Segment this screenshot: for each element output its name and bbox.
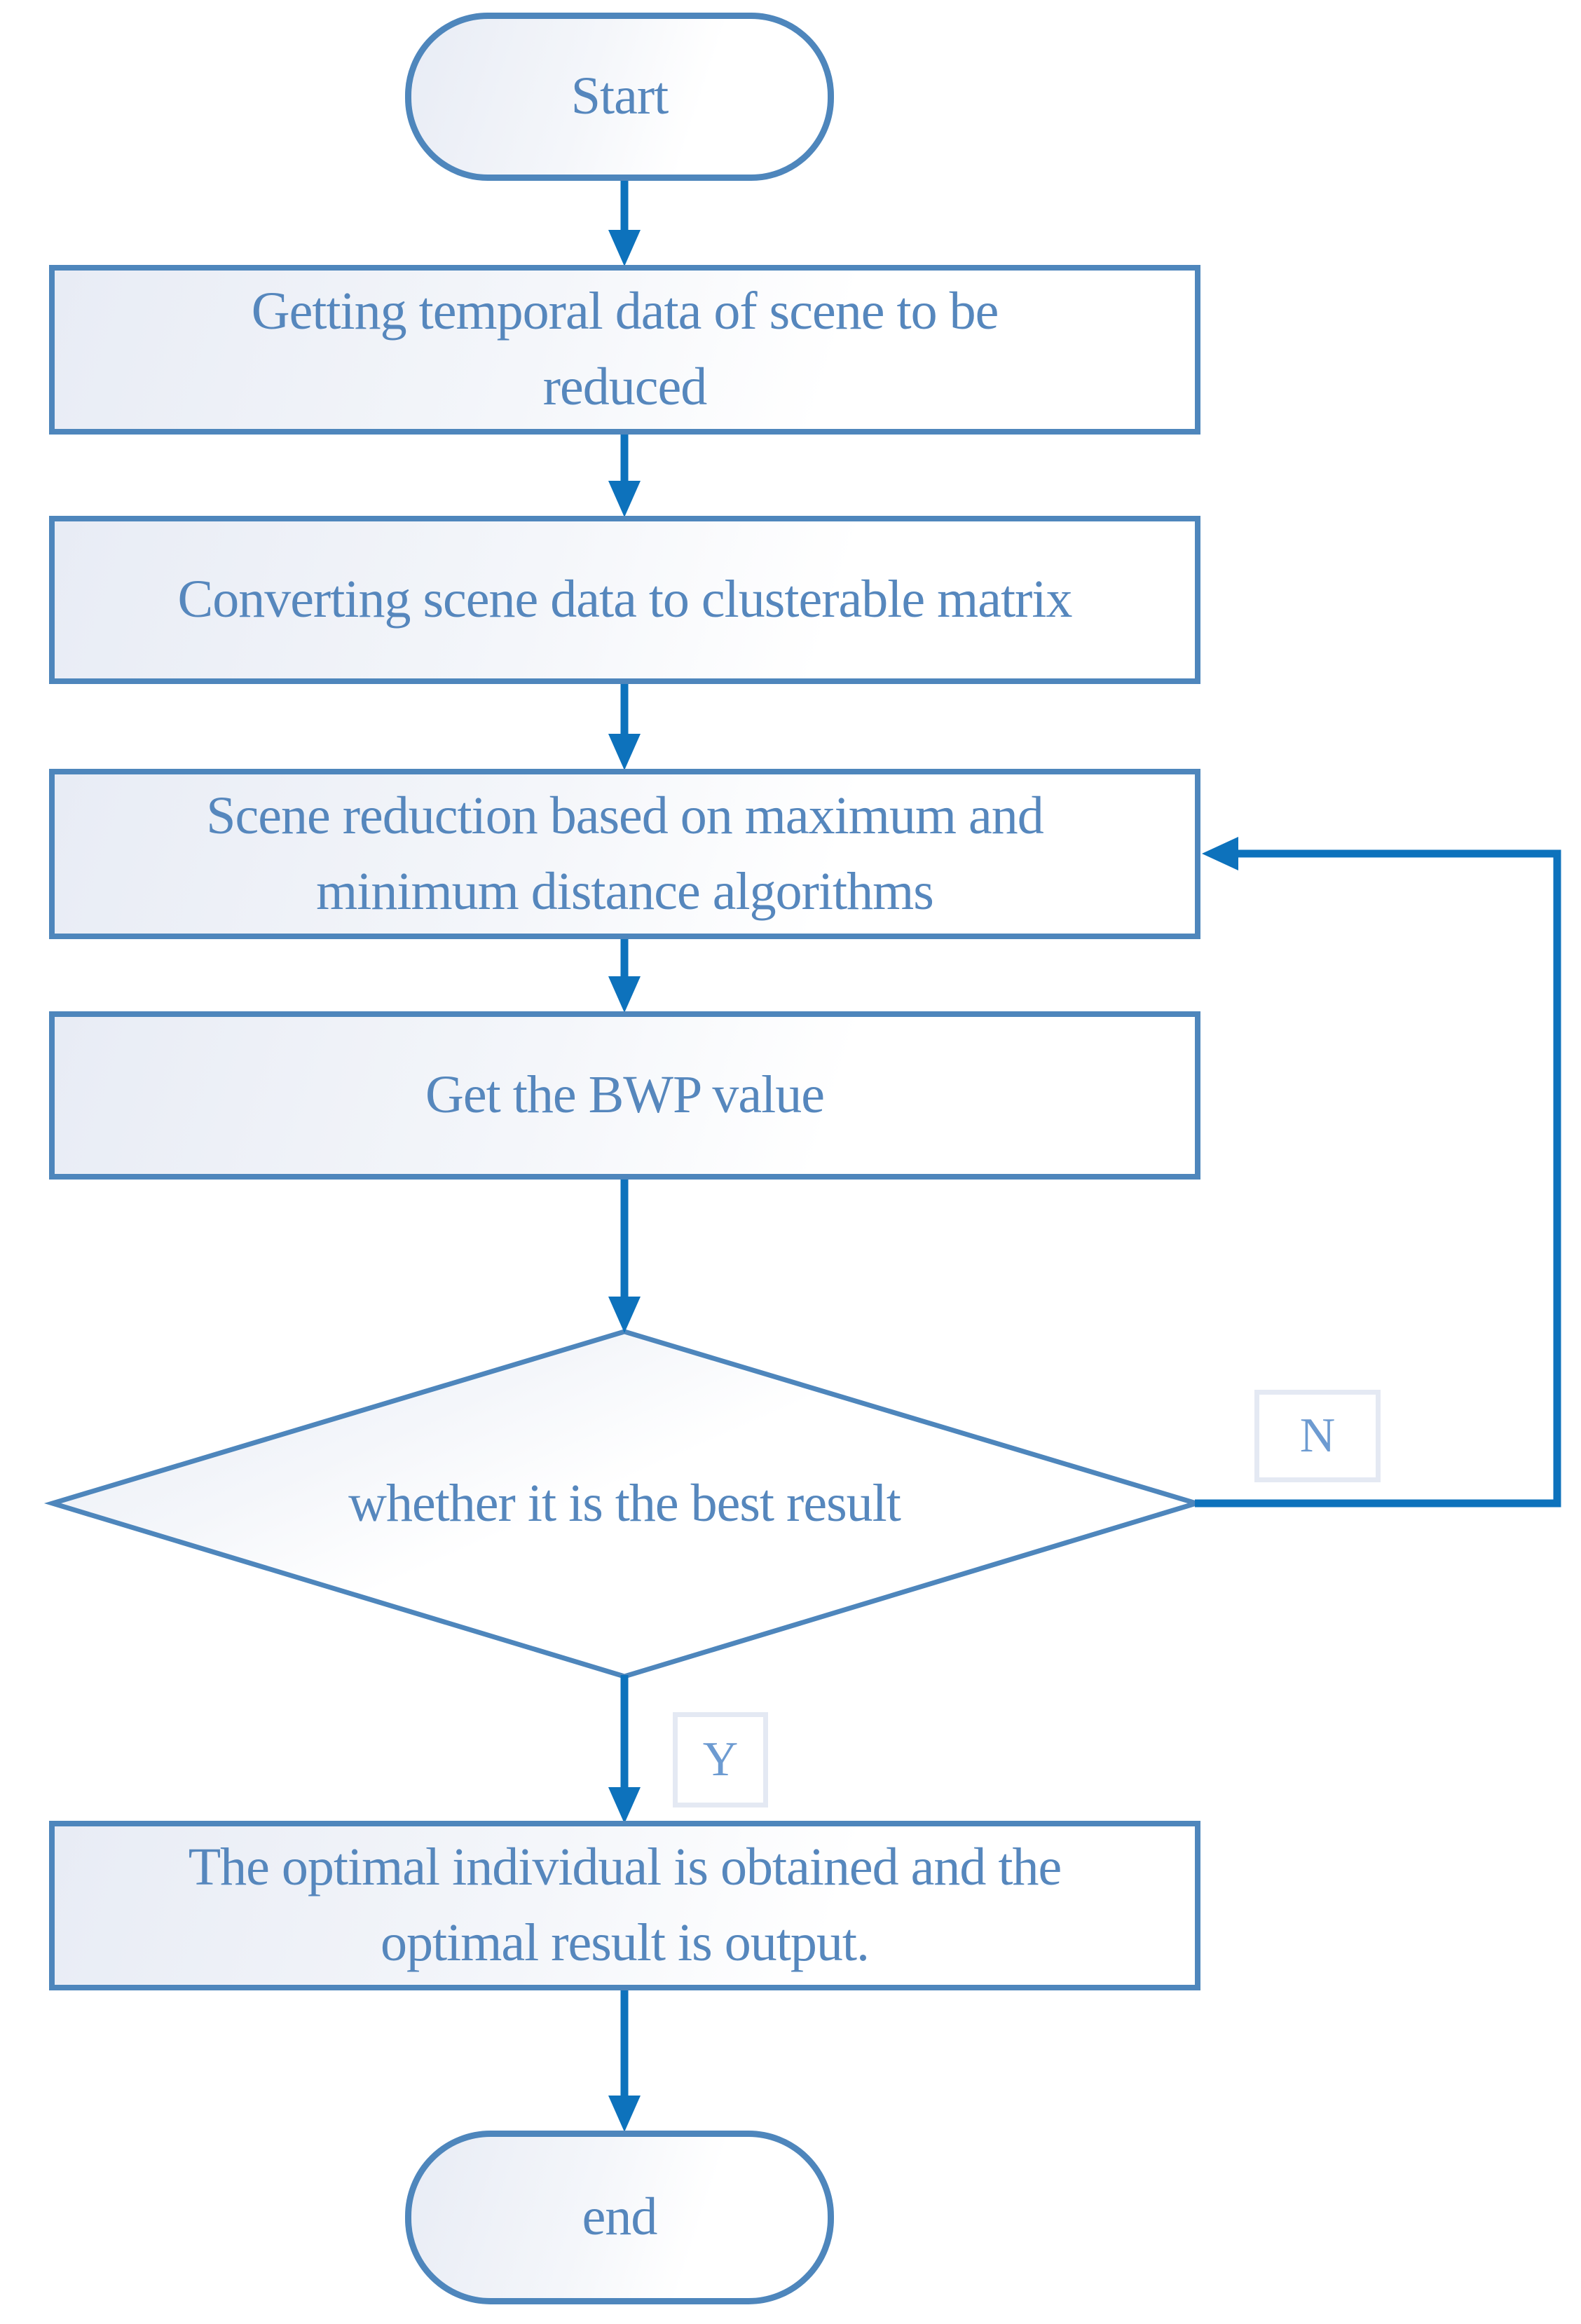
arrow-output-to-end — [608, 1989, 641, 2132]
no-branch-loop-arrow — [1195, 837, 1561, 1508]
node-label: end — [582, 2187, 658, 2247]
process-convert-matrix: Converting scene data to clusterable mat… — [49, 516, 1200, 684]
arrow-decision-to-output — [608, 1675, 641, 1824]
node-label: Converting scene data to clusterable mat… — [177, 570, 1073, 629]
arrow-convert-to-reduce — [608, 683, 641, 770]
end-terminator: end — [405, 2131, 834, 2304]
process-get-bwp: Get the BWP value — [49, 1011, 1200, 1180]
process-scene-reduction: Scene reduction based on maximum and min… — [49, 769, 1200, 939]
arrow-reduce-to-bwp — [608, 938, 641, 1013]
node-label: Get the BWP value — [425, 1065, 825, 1125]
branch-label-text: Y — [702, 1732, 739, 1786]
branch-label-text: N — [1299, 1409, 1336, 1463]
node-label: Scene reduction based on maximum and min… — [206, 786, 1043, 921]
node-label: Getting temporal data of scene to be red… — [251, 282, 999, 416]
process-get-temporal-data: Getting temporal data of scene to be red… — [49, 265, 1200, 435]
arrow-start-to-get-data — [608, 179, 641, 266]
decision-best-result-label: whether it is the best result — [134, 1460, 1115, 1547]
node-label: Start — [570, 67, 669, 126]
node-label: The optimal individual is obtained and t… — [188, 1838, 1062, 1972]
process-output-result: The optimal individual is obtained and t… — [49, 1821, 1200, 1990]
start-terminator: Start — [405, 13, 834, 181]
arrow-get-data-to-convert — [608, 433, 641, 517]
node-label: whether it is the best result — [348, 1473, 901, 1533]
arrow-bwp-to-decision — [608, 1178, 641, 1333]
branch-label-n: N — [1254, 1390, 1381, 1482]
branch-label-y: Y — [673, 1712, 768, 1807]
